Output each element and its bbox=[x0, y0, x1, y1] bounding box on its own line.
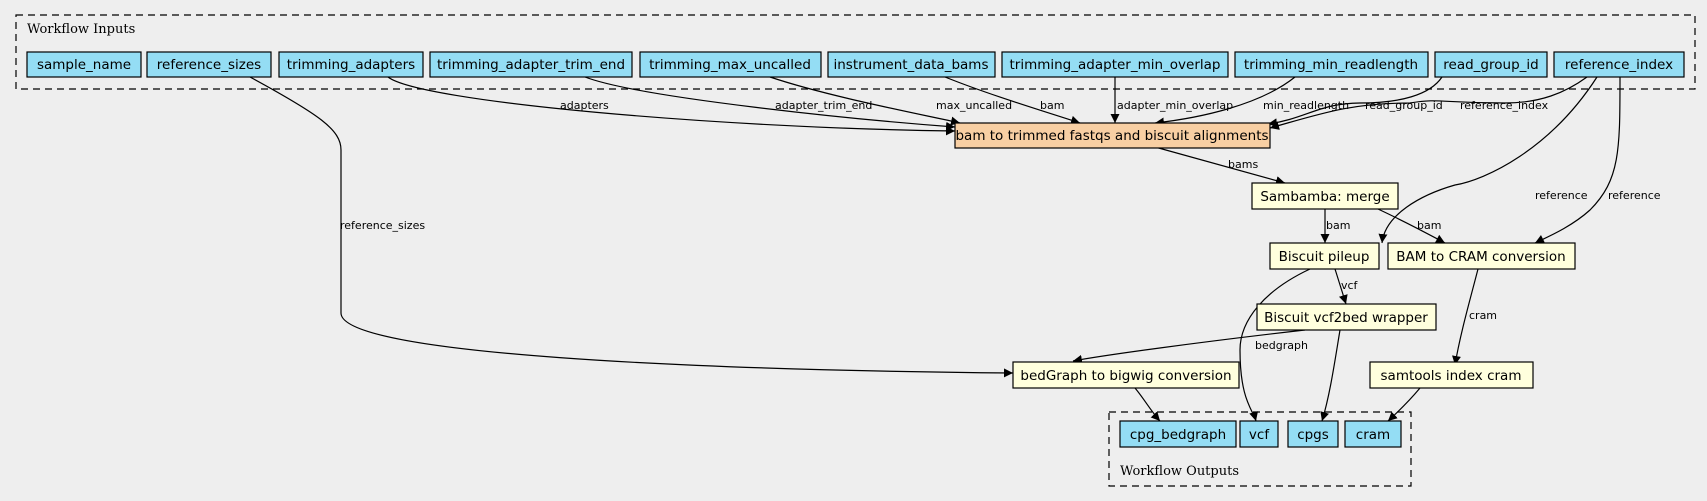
node-biscuit-vcf2bed-wrapper-label: Biscuit vcf2bed wrapper bbox=[1264, 310, 1428, 326]
node-trimming-min-readlength-label: trimming_min_readlength bbox=[1244, 57, 1418, 73]
node-samtools-index-cram[interactable]: samtools index cram bbox=[1369, 361, 1534, 389]
node-trimming-adapter-min-overlap-label: trimming_adapter_min_overlap bbox=[1009, 57, 1220, 73]
node-sample-name-label: sample_name bbox=[37, 57, 131, 73]
edges: adapters adapter_trim_end max_uncalled b… bbox=[249, 76, 1661, 422]
edge-label-adapter-trim-end: adapter_trim_end bbox=[775, 99, 872, 112]
node-trimming-adapters[interactable]: trimming_adapters bbox=[278, 51, 424, 78]
node-trimming-max-uncalled[interactable]: trimming_max_uncalled bbox=[639, 51, 822, 78]
edge-bams bbox=[1154, 146, 1286, 185]
edge-label-bams: bams bbox=[1228, 158, 1258, 171]
node-bam-to-trimmed-fastqs[interactable]: bam to trimmed fastqs and biscuit alignm… bbox=[954, 122, 1271, 149]
edge-bedgraph bbox=[1072, 329, 1306, 364]
node-reference-index-label: reference_index bbox=[1565, 57, 1673, 73]
edge-label-reference-sizes: reference_sizes bbox=[340, 219, 425, 232]
node-biscuit-pileup-label: Biscuit pileup bbox=[1279, 249, 1370, 265]
edge-max-uncalled bbox=[769, 76, 961, 126]
edge-label-min-readlength: min_readlength bbox=[1263, 99, 1349, 112]
edge-bigwig-out bbox=[1134, 387, 1161, 422]
workflow-outputs-label: Workflow Outputs bbox=[1120, 464, 1239, 479]
edge-label-bam: bam bbox=[1040, 99, 1064, 112]
edge-label-adapter-min-overlap: adapter_min_overlap bbox=[1117, 99, 1233, 112]
node-bedgraph-to-bigwig-label: bedGraph to bigwig conversion bbox=[1020, 368, 1231, 384]
node-trimming-adapter-trim-end-label: trimming_adapter_trim_end bbox=[437, 57, 625, 73]
node-instrument-data-bams[interactable]: instrument_data_bams bbox=[827, 51, 996, 78]
node-reference-index[interactable]: reference_index bbox=[1553, 51, 1685, 78]
node-output-cpgs-label: cpgs bbox=[1297, 427, 1329, 443]
node-trimming-adapters-label: trimming_adapters bbox=[287, 57, 415, 73]
node-trimming-adapter-trim-end[interactable]: trimming_adapter_trim_end bbox=[429, 51, 633, 78]
edge-cpgs-out bbox=[1320, 329, 1341, 422]
node-output-cram[interactable]: cram bbox=[1344, 420, 1402, 448]
input-nodes: sample_name reference_sizes trimming_ada… bbox=[26, 51, 1685, 78]
node-reference-sizes[interactable]: reference_sizes bbox=[146, 51, 272, 78]
node-biscuit-vcf2bed-wrapper[interactable]: Biscuit vcf2bed wrapper bbox=[1256, 303, 1437, 331]
edge-bam bbox=[944, 76, 1081, 125]
edge-label-read-group-id: read_group_id bbox=[1365, 99, 1443, 112]
edge-adapter-trim-end bbox=[584, 76, 956, 131]
node-trimming-min-readlength[interactable]: trimming_min_readlength bbox=[1234, 51, 1429, 78]
workflow-inputs-label: Workflow Inputs bbox=[27, 22, 135, 37]
node-bam-to-cram[interactable]: BAM to CRAM conversion bbox=[1387, 242, 1576, 270]
node-output-cram-label: cram bbox=[1356, 427, 1390, 443]
node-output-vcf[interactable]: vcf bbox=[1239, 420, 1279, 448]
node-bedgraph-to-bigwig[interactable]: bedGraph to bigwig conversion bbox=[1012, 361, 1240, 389]
step-nodes: bam to trimmed fastqs and biscuit alignm… bbox=[954, 122, 1576, 389]
node-bam-to-cram-label: BAM to CRAM conversion bbox=[1396, 249, 1565, 265]
node-biscuit-pileup[interactable]: Biscuit pileup bbox=[1269, 242, 1380, 270]
edge-label-adapters: adapters bbox=[560, 99, 609, 112]
edge-label-reference-pileup: reference bbox=[1535, 189, 1588, 202]
edge-cram bbox=[1452, 268, 1479, 366]
node-sambamba-merge-label: Sambamba: merge bbox=[1260, 189, 1389, 205]
edge-label-bam-pileup: bam bbox=[1326, 219, 1350, 232]
edge-min-readlength bbox=[1154, 76, 1296, 127]
workflow-inputs-cluster: Workflow Inputs bbox=[15, 14, 1696, 90]
edge-reference-index bbox=[1269, 76, 1588, 130]
node-output-cpg-bedgraph-label: cpg_bedgraph bbox=[1130, 427, 1226, 443]
node-reference-sizes-label: reference_sizes bbox=[157, 57, 261, 73]
node-sample-name[interactable]: sample_name bbox=[26, 51, 142, 78]
edge-label-reference-cram: reference bbox=[1608, 189, 1661, 202]
edge-label-vcf: vcf bbox=[1341, 279, 1359, 292]
node-read-group-id-label: read_group_id bbox=[1443, 57, 1538, 73]
node-samtools-index-cram-label: samtools index cram bbox=[1381, 368, 1522, 384]
edge-bam-cram bbox=[1377, 208, 1446, 244]
workflow-outputs-cluster: Workflow Outputs bbox=[1108, 411, 1412, 487]
node-bam-to-trimmed-fastqs-label: bam to trimmed fastqs and biscuit alignm… bbox=[955, 128, 1268, 144]
node-output-vcf-label: vcf bbox=[1249, 427, 1270, 443]
output-nodes: cpg_bedgraph vcf cpgs cram bbox=[1119, 420, 1402, 448]
edge-label-bam-cram: bam bbox=[1417, 219, 1441, 232]
edge-adapters bbox=[387, 76, 956, 136]
node-read-group-id[interactable]: read_group_id bbox=[1434, 51, 1548, 78]
edge-reference-sizes bbox=[249, 76, 1014, 378]
edge-reference-cram bbox=[1534, 76, 1621, 244]
edge-label-max-uncalled: max_uncalled bbox=[936, 99, 1012, 112]
edge-read-group-id bbox=[1267, 76, 1443, 128]
edge-vcf-out bbox=[1239, 268, 1311, 422]
edge-vcf bbox=[1334, 268, 1348, 305]
node-instrument-data-bams-label: instrument_data_bams bbox=[834, 57, 989, 73]
edge-label-bedgraph: bedgraph bbox=[1255, 339, 1308, 352]
node-trimming-adapter-min-overlap[interactable]: trimming_adapter_min_overlap bbox=[1001, 51, 1229, 78]
node-output-cpg-bedgraph[interactable]: cpg_bedgraph bbox=[1119, 420, 1237, 448]
node-output-cpgs[interactable]: cpgs bbox=[1287, 420, 1339, 448]
edge-cram-out bbox=[1387, 387, 1421, 422]
node-sambamba-merge[interactable]: Sambamba: merge bbox=[1251, 182, 1399, 210]
node-trimming-max-uncalled-label: trimming_max_uncalled bbox=[649, 57, 811, 73]
edge-label-cram: cram bbox=[1469, 309, 1497, 322]
edge-label-reference-index: reference_index bbox=[1460, 99, 1549, 112]
